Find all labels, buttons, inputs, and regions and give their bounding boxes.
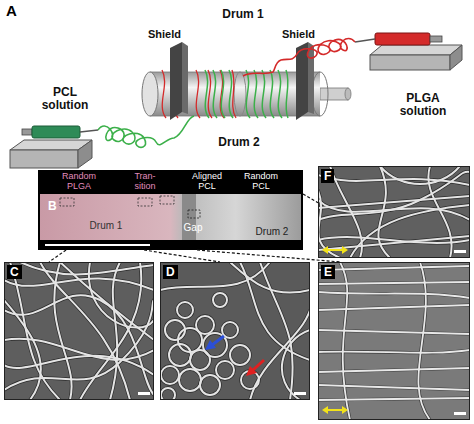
figure-label: Drum 1 xyxy=(218,8,268,21)
panel-letter: D xyxy=(163,265,178,279)
figure-label: Drum 2 xyxy=(250,226,294,237)
figure-label: Shield xyxy=(282,28,322,40)
leader-line xyxy=(197,250,341,262)
fiber xyxy=(318,262,470,420)
panel-letter: E xyxy=(321,265,335,279)
figure-label: Drum 2 xyxy=(214,136,264,149)
fiber xyxy=(318,166,470,258)
fiber-shadow xyxy=(318,166,470,258)
sem-aligned-pcl xyxy=(318,262,470,420)
fiber-shadow xyxy=(160,262,310,400)
figure-label: Tran- sition xyxy=(128,172,162,192)
figure-label: PCL solution xyxy=(36,86,94,112)
panel-box: C xyxy=(4,262,154,400)
figure-label: Random PLGA xyxy=(56,172,102,192)
green-fibers-on-drum xyxy=(205,70,288,118)
pcl-jet xyxy=(98,116,194,147)
leader-line xyxy=(49,250,66,262)
sem-random-pcl xyxy=(318,166,470,258)
sem-transition xyxy=(160,262,310,400)
fiber-shadow xyxy=(318,262,470,420)
fiber-shadow xyxy=(4,262,154,400)
panel-letter: C xyxy=(7,265,22,279)
panel-box: E xyxy=(318,262,470,420)
sem-random-plga xyxy=(4,262,154,400)
figure-label: Drum 1 xyxy=(84,220,128,231)
plga-syringe-pump xyxy=(355,33,462,70)
figure-label: A xyxy=(6,3,26,20)
plga-jet xyxy=(243,38,355,76)
figure-label: PLGA solution xyxy=(390,92,456,118)
figure-label: Random PCL xyxy=(238,172,284,192)
figure-label: Shield xyxy=(148,28,188,40)
shield-plates xyxy=(170,42,314,120)
figure-label: Aligned PCL xyxy=(184,172,230,192)
panel-letter: F xyxy=(321,169,334,183)
leader-line xyxy=(303,194,318,203)
fiber xyxy=(160,262,310,400)
pcl-syringe-pump xyxy=(10,126,98,168)
panel-box: D xyxy=(160,262,310,400)
panel-box: F xyxy=(318,166,470,258)
panel-letter: B xyxy=(45,199,60,213)
fiber xyxy=(4,262,154,400)
photo-panel xyxy=(38,170,303,250)
figure-label: Gap xyxy=(180,222,206,233)
leader-line xyxy=(144,250,220,262)
